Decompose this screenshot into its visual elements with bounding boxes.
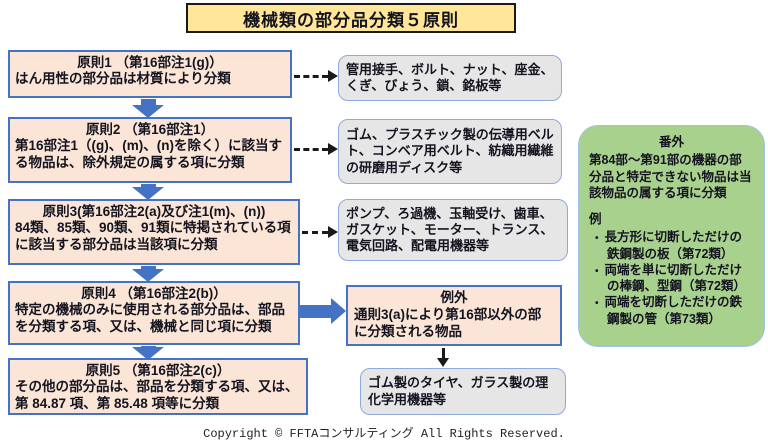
copyright-text: Copyright © FFTAコンサルティング All Rights Rese… [203,427,565,441]
principle-4-heading: 原則4 （第16部注2(b)） [81,286,227,301]
dashed-arrow-icon-3 [302,226,338,238]
extra-example-label: 例 [589,212,602,226]
example-1-text: 管用接手、ボルト、ナット、座金、くぎ、びょう、鎖、銘板等 [346,61,554,93]
dashed-arrow-icon-down [437,348,449,367]
exception-heading: 例外 [440,290,468,305]
principle-2-heading: 原則2 （第16部注1） [85,122,215,137]
principle-5-body: その他の部分品は、部品を分類する項、又は、第 84.87 項、第 85.48 項… [15,379,299,411]
principle-box-5: 原則5 （第16部注2(c)） その他の部分品は、部品を分類する項、又は、第 8… [8,358,308,415]
exception-body: 通則3(a)により第16部以外の部に分類される物品 [354,306,542,339]
principle-box-2: 原則2 （第16部注1） 第16部注1（(g)、(m)、(n)を除く）に該当する… [8,117,292,183]
exception-example-text: ゴム製のタイヤ、ガラス製の理化学用機器等 [368,375,549,407]
exception-box: 例外 通則3(a)により第16部以外の部に分類される物品 [346,285,562,346]
principle-3-body: 84類、85類、90類、91類に特掲されている項に該当する部分品は当該項に分類 [15,220,291,252]
extra-bullet-1: 長方形に切断しただけの鉄鋼製の板（第72類） [595,229,754,262]
principle-5-heading: 原則5 （第16部注2(c)） [85,363,231,378]
exception-example-box: ゴム製のタイヤ、ガラス製の理化学用機器等 [360,368,566,415]
principle-box-1: 原則1 （第16部注1(g)） はん用性の部分品は材質により分類 [8,50,292,98]
example-box-3: ポンプ、ろ過機、玉軸受け、歯車、ガスケット、モーター、トランス、電気回路、配電用… [338,199,568,261]
principle-3-heading: 原則3(第16部注2(a)及び注1(m)、(n)) [42,204,266,219]
diagram-title-text: 機械類の部分品分類５原則 [243,10,459,30]
example-box-2: ゴム、プラスチック製の伝導用ベルト、コンベア用ベルト、紡織用繊維の研磨用ディスク… [338,119,562,184]
principle-1-heading: 原則1 （第16部注1(g)） [77,55,223,70]
down-arrow-icon-3 [132,266,164,282]
extra-note-box: 番外 第84部～第91部の機器の部分品と特定できない物品は当該物品の属する項に分… [578,125,765,347]
extra-bullet-2: 両端を単に切断しただけの棒鋼、型鋼（第72類） [595,262,754,295]
down-arrow-icon-1 [132,99,164,118]
dashed-arrow-icon-2 [294,143,338,155]
extra-bullet-list: 長方形に切断しただけの鉄鋼製の板（第72類） 両端を単に切断しただけの棒鋼、型鋼… [589,229,754,327]
extra-heading: 番外 [658,135,684,149]
example-3-text: ポンプ、ろ過機、玉軸受け、歯車、ガスケット、モーター、トランス、電気回路、配電用… [346,205,554,254]
example-box-1: 管用接手、ボルト、ナット、座金、くぎ、びょう、鎖、銘板等 [338,55,562,101]
principle-1-body: はん用性の部分品は材質により分類 [15,71,231,87]
principle-2-body: 第16部注1（(g)、(m)、(n)を除く）に該当する物品は、除外規定の属する項… [15,138,282,170]
example-2-text: ゴム、プラスチック製の伝導用ベルト、コンベア用ベルト、紡織用繊維の研磨用ディスク… [346,127,554,175]
down-arrow-icon-2 [132,184,164,200]
dashed-arrow-icon-1 [294,70,338,82]
principle-box-4: 原則4 （第16部注2(b)） 特定の機械のみに使用される部分品は、部品を分類す… [8,281,300,345]
down-arrow-icon-4 [132,346,164,360]
extra-body: 第84部～第91部の機器の部分品と特定できない物品は当該物品の属する項に分類 [589,153,752,200]
diagram-title: 機械類の部分品分類５原則 [186,3,516,33]
principle-box-3: 原則3(第16部注2(a)及び注1(m)、(n)) 84類、85類、90類、91… [8,199,300,265]
right-arrow-icon [299,298,346,324]
principle-4-body: 特定の機械のみに使用される部分品は、部品を分類する項、又は、機械と同じ項に分類 [15,302,285,334]
extra-bullet-3: 両端を切断しただけの鉄鋼製の管（第73類） [595,294,754,327]
